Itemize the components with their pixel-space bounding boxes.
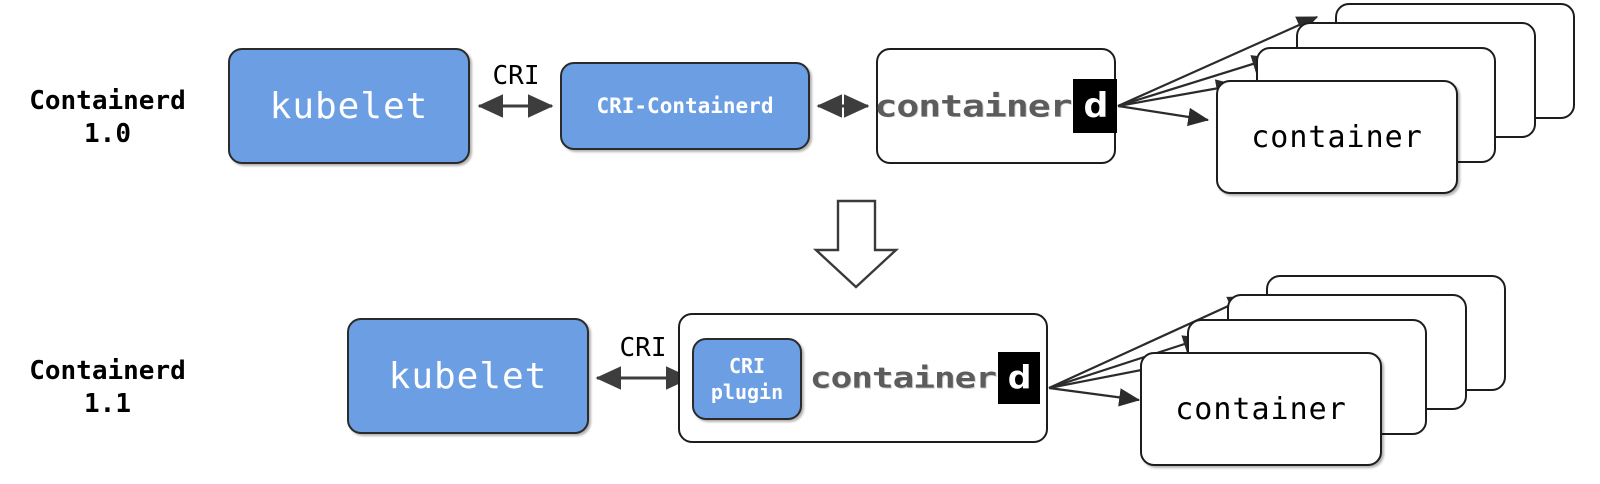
- containerd-logo-row2: container d: [809, 352, 1040, 404]
- node-cri-plugin[interactable]: CRI plugin: [692, 338, 802, 420]
- containerd-logo-mark: d: [1073, 79, 1118, 133]
- containerd-logo-mark-row2: d: [998, 352, 1040, 404]
- row-label-containerd-1-1: Containerd 1.1: [29, 356, 186, 420]
- node-kubelet-row2[interactable]: kubelet: [347, 318, 589, 434]
- containerd-logo-mark-letter-row2: d: [1007, 359, 1031, 397]
- container-card-front-row2-label: container: [1175, 391, 1347, 427]
- containerd-logo-mark-letter: d: [1083, 86, 1108, 126]
- row-label-containerd-1-0: Containerd 1.0: [29, 86, 186, 150]
- node-containerd-row1[interactable]: container d: [874, 48, 1118, 164]
- node-kubelet-row1-label: kubelet: [269, 85, 429, 127]
- container-card-front-row1[interactable]: container: [1216, 80, 1458, 194]
- containerd-logo-wordmark-row2: container: [809, 361, 997, 395]
- containerd-logo-row1: container d: [874, 79, 1118, 133]
- container-card-front-row1-label: container: [1251, 119, 1423, 155]
- connector-label-cri-row2: CRI: [619, 333, 667, 363]
- container-card-front-row2[interactable]: container: [1140, 352, 1382, 466]
- node-kubelet-row1[interactable]: kubelet: [228, 48, 470, 164]
- node-cri-plugin-label: CRI plugin: [710, 354, 784, 404]
- downward-block-arrow: [812, 199, 900, 289]
- connector-label-cri-row1: CRI: [492, 61, 540, 91]
- node-cri-containerd-label: CRI-Containerd: [596, 94, 774, 118]
- containerd-logo-wordmark: container: [874, 88, 1073, 124]
- node-cri-containerd[interactable]: CRI-Containerd: [560, 62, 810, 150]
- node-kubelet-row2-label: kubelet: [388, 355, 548, 397]
